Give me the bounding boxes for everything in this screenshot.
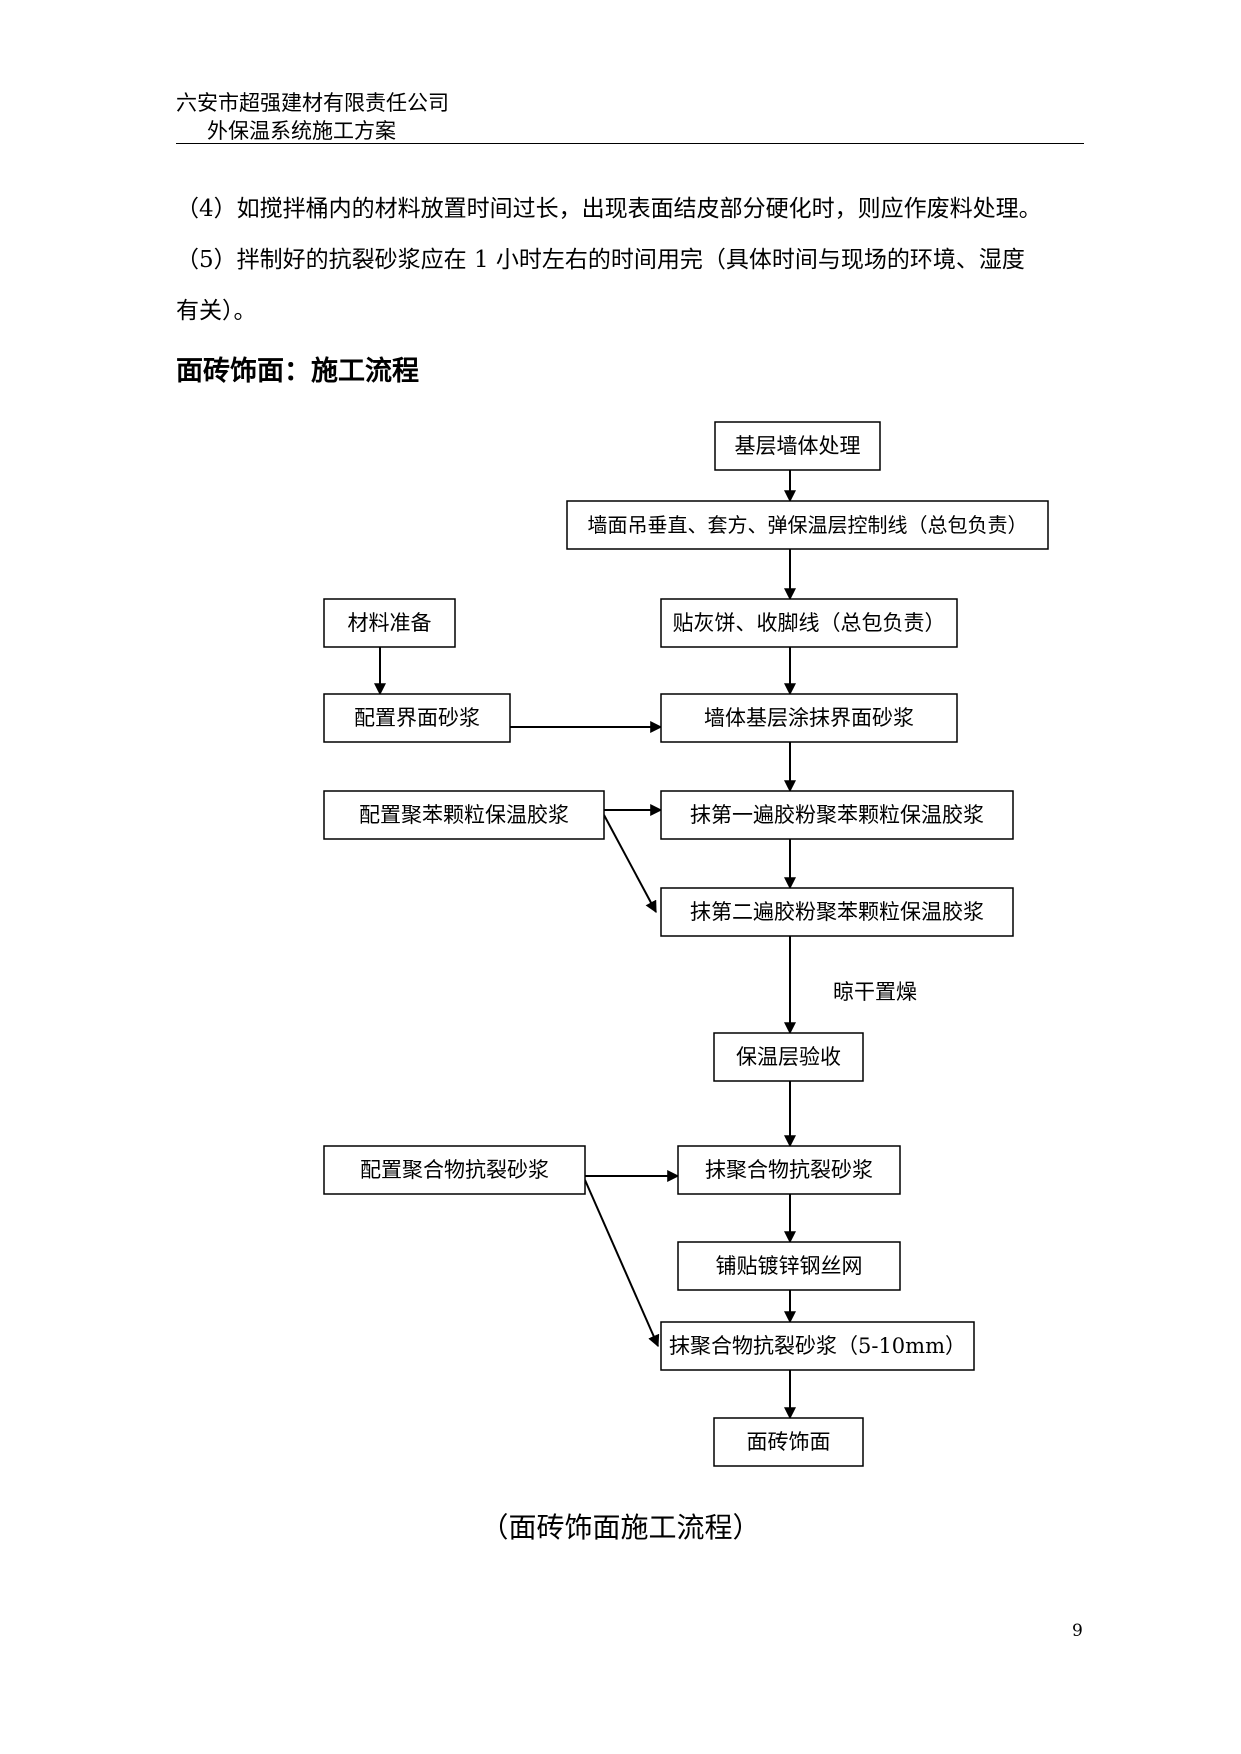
flow-arrow-prep-3-main-6 xyxy=(603,814,657,914)
flow-step-6-frame xyxy=(660,887,1014,937)
flow-step-9: 铺贴镀锌钢丝网 xyxy=(677,1241,901,1291)
flow-step-5-frame xyxy=(660,790,1014,840)
header-divider xyxy=(176,143,1084,144)
flow-step-10-label: 抹聚合物抗裂砂浆（5-10mm） xyxy=(669,1334,966,1358)
flow-step-2: 墙面吊垂直、套方、弹保温层控制线（总包负责） xyxy=(566,500,1049,550)
flow-prep-4-frame xyxy=(323,1145,586,1195)
flow-prep-3-label: 配置聚苯颗粒保温胶浆 xyxy=(359,803,569,827)
flow-step-10: 抹聚合物抗裂砂浆（5-10mm） xyxy=(660,1321,975,1371)
flow-step-8: 抹聚合物抗裂砂浆 xyxy=(677,1145,901,1195)
page-number: 9 xyxy=(1072,1621,1083,1641)
flow-step-3-label: 贴灰饼、收脚线（总包负责） xyxy=(673,611,946,635)
flow-step-1-frame xyxy=(714,421,881,471)
flow-step-4-label: 墙体基层涂抹界面砂浆 xyxy=(704,706,914,730)
flow-step-1-label: 基层墙体处理 xyxy=(735,434,861,458)
flow-prep-4: 配置聚合物抗裂砂浆 xyxy=(323,1145,586,1195)
flow-step-6-label: 抹第二遍胶粉聚苯颗粒保温胶浆 xyxy=(690,900,984,924)
section-heading: 面砖饰面：施工流程 xyxy=(176,356,419,387)
flow-step-1: 基层墙体处理 xyxy=(714,421,881,471)
flow-step-11-frame xyxy=(713,1417,864,1467)
flow-step-8-label: 抹聚合物抗裂砂浆 xyxy=(705,1158,873,1182)
flow-step-11: 面砖饰面 xyxy=(713,1417,864,1467)
flow-step-10-frame xyxy=(660,1321,975,1371)
paragraph-5-cont: 有关）。 xyxy=(176,298,257,324)
flow-prep-1: 材料准备 xyxy=(323,598,456,648)
header-subtitle: 外保温系统施工方案 xyxy=(207,119,396,143)
flow-arrow-prep-4-main-10 xyxy=(584,1179,660,1348)
flowchart-edges: 晾干置燥 xyxy=(374,470,917,1420)
flow-prep-3-frame xyxy=(323,790,605,840)
flow-step-2-label: 墙面吊垂直、套方、弹保温层控制线（总包负责） xyxy=(588,513,1028,537)
flow-step-5: 抹第一遍胶粉聚苯颗粒保温胶浆 xyxy=(660,790,1014,840)
header-company: 六安市超强建材有限责任公司 xyxy=(176,91,449,115)
flow-step-3: 贴灰饼、收脚线（总包负责） xyxy=(660,598,958,648)
flow-step-7-frame xyxy=(713,1032,864,1082)
flow-step-7-label: 保温层验收 xyxy=(736,1045,841,1069)
flow-step-4-frame xyxy=(660,693,958,743)
flow-prep-4-label: 配置聚合物抗裂砂浆 xyxy=(360,1158,549,1182)
flow-step-9-label: 铺贴镀锌钢丝网 xyxy=(716,1254,863,1278)
flow-step-2-frame xyxy=(566,500,1049,550)
figure-caption: （面砖饰面施工流程） xyxy=(480,1511,761,1544)
paragraph-4: （4）如搅拌桶内的材料放置时间过长，出现表面结皮部分硬化时，则应作废料处理。 xyxy=(176,196,1042,222)
flow-step-8-frame xyxy=(677,1145,901,1195)
flow-prep-1-frame xyxy=(323,598,456,648)
flow-prep-3: 配置聚苯颗粒保温胶浆 xyxy=(323,790,605,840)
flow-step-9-frame xyxy=(677,1241,901,1291)
flow-step-3-frame xyxy=(660,598,958,648)
flow-step-7: 保温层验收 xyxy=(713,1032,864,1082)
flow-step-5-label: 抹第一遍胶粉聚苯颗粒保温胶浆 xyxy=(690,803,984,827)
flow-prep-2: 配置界面砂浆 xyxy=(323,693,511,743)
flow-step-11-label: 面砖饰面 xyxy=(747,1430,831,1454)
flow-prep-2-frame xyxy=(323,693,511,743)
flow-prep-2-label: 配置界面砂浆 xyxy=(354,706,480,730)
flow-step-6: 抹第二遍胶粉聚苯颗粒保温胶浆 xyxy=(660,887,1014,937)
flow-edge-label-drying: 晾干置燥 xyxy=(833,980,917,1004)
flow-prep-1-label: 材料准备 xyxy=(348,611,432,635)
paragraph-5: （5）拌制好的抗裂砂浆应在 1 小时左右的时间用完（具体时间与现场的环境、湿度 xyxy=(176,247,1025,273)
flow-step-4: 墙体基层涂抹界面砂浆 xyxy=(660,693,958,743)
